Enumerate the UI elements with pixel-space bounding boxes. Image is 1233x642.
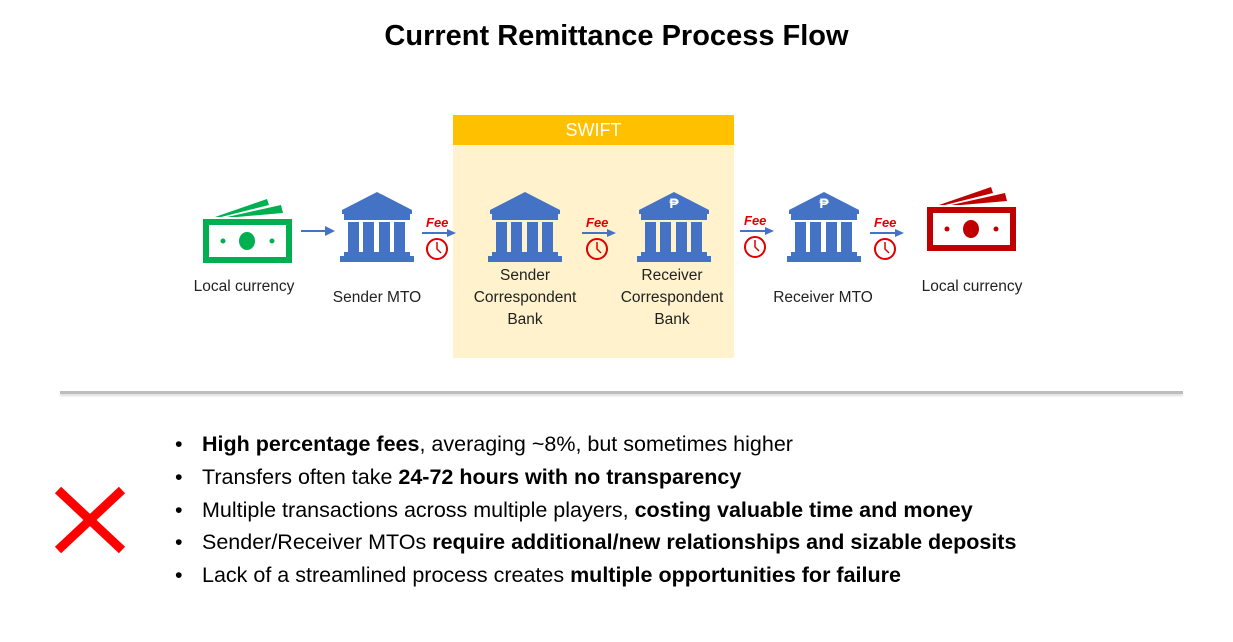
arrow-clock-icon [740,227,774,258]
bullet-dot: • [175,530,183,555]
bullet-bold-text: 24-72 hours with no transparency [398,464,742,489]
bullet-bold-text: costing valuable time and money [634,497,973,522]
money-icon [927,187,1016,251]
page-title: Current Remittance Process Flow [384,20,849,52]
svg-text:₱: ₱ [819,195,829,211]
bullet-text: Sender/Receiver MTOs [202,530,433,555]
label-receiver-mto: Receiver MTO [773,289,873,306]
bullet-dot: • [175,497,183,522]
label-receiver-bank: Receiver Correspondent Bank [620,267,724,328]
fee-label: Fee [874,215,897,230]
fee-label: Fee [586,215,609,230]
bullet-dot: • [175,464,183,489]
bank-peso-icon: ₱ [787,192,861,262]
bullet-item: • High percentage fees, averaging ~8%, bu… [175,432,793,457]
bullet-text: Transfers often take [202,464,399,489]
fee-indicator: Fee [740,213,776,258]
bank-icon [340,192,414,262]
fee-indicator: Fee [582,215,618,260]
bullet-dot: • [175,563,183,588]
bullet-bold-text: require additional/new relationships and… [432,530,1017,555]
bullet-item: • Lack of a streamlined process creates m… [175,563,901,588]
bullet-item: • Multiple transactions across multiple p… [175,498,973,523]
fee-label: Fee [426,215,449,230]
fee-indicator: Fee [422,215,458,260]
arrow-clock-icon [422,229,456,260]
bullet-text: Lack of a streamlined process creates [202,563,571,588]
swift-header: SWIFT [453,115,734,145]
label-sender-mto: Sender MTO [332,289,422,306]
fee-indicator: Fee [870,215,906,260]
fee-label: Fee [744,213,767,228]
bullet-item: • Sender/Receiver MTOs require additional… [175,530,1016,555]
arrow-clock-icon [870,229,904,260]
money-icon [203,199,292,263]
label-local-currency-receiver: Local currency [921,278,1023,295]
label-sender-bank: Sender Correspondent Bank [473,267,577,328]
bullet-text: Multiple transactions across multiple pl… [202,497,635,522]
bullet-bold-text: multiple opportunities for failure [570,563,901,588]
bullet-bold-text: High percentage fees [202,432,420,456]
bullet-item: • Transfers often take 24-72 hours with n… [175,465,741,490]
bullet-dot: • [175,432,183,456]
divider [60,391,1183,394]
red-x-icon [54,486,126,554]
bank-icon [488,192,562,262]
bank-peso-icon: ₱ [637,192,711,262]
svg-text:₱: ₱ [669,195,679,211]
label-local-currency-sender: Local currency [193,278,295,295]
arrow-icon [301,226,335,236]
arrow-clock-icon [582,229,616,260]
bullet-text: , averaging ~8%, but sometimes higher [419,432,793,456]
